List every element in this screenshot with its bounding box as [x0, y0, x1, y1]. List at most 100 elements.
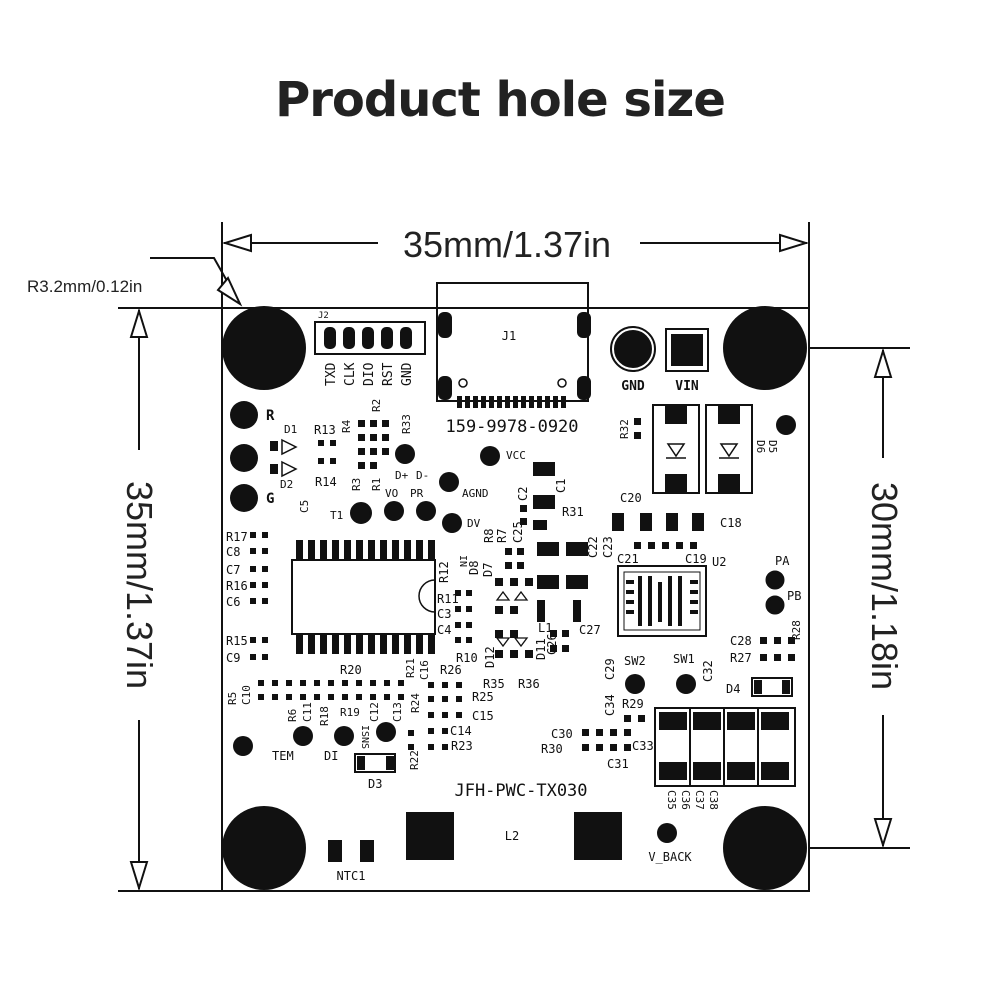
- c18-label: C18: [720, 516, 742, 530]
- c21-label: C21: [617, 552, 639, 566]
- c38-label: C38: [707, 790, 720, 810]
- d8-label: D8: [467, 561, 481, 575]
- right-middle-pads: [582, 637, 795, 751]
- l1-label: L1: [538, 621, 552, 635]
- j2-pin-rst: RST: [381, 362, 396, 386]
- ntc1-pad-left: [328, 840, 342, 862]
- l2-pad-right: [574, 812, 622, 860]
- tp-agnd: [439, 472, 459, 492]
- d6-pad-top: [665, 406, 687, 424]
- r11-label: R11: [437, 592, 459, 606]
- top-center-pads: [358, 420, 389, 469]
- gnd-label: GND: [621, 379, 645, 394]
- dplus-label: D+: [395, 469, 409, 482]
- in-label: IN: [457, 555, 468, 567]
- r5-label: R5: [226, 692, 239, 705]
- c37-label: C37: [693, 790, 706, 810]
- d12-label: D12: [483, 646, 497, 668]
- tp-isns: [334, 726, 354, 746]
- c19-label: C19: [685, 552, 707, 566]
- c12-label: C12: [368, 702, 381, 722]
- tp-v-back: [657, 823, 677, 843]
- c25-label: C25: [511, 521, 525, 543]
- c35-label: C35: [665, 790, 678, 810]
- c20-label: C20: [620, 491, 642, 505]
- r35-label: R35: [483, 677, 505, 691]
- c11-label: C11: [301, 702, 314, 722]
- c2-label: C2: [516, 487, 530, 501]
- di-label: DI: [324, 749, 338, 763]
- d2-label: D2: [280, 478, 293, 491]
- c28-label: C28: [730, 634, 752, 648]
- d3-pad-right: [386, 756, 394, 770]
- d6-pad-bottom: [665, 474, 687, 492]
- d1-label: D1: [284, 423, 297, 436]
- usb-connector-j1: [436, 282, 589, 402]
- c5-label: C5: [298, 500, 311, 513]
- tp-di: [293, 726, 313, 746]
- d5-pad-bottom: [718, 474, 740, 492]
- tp-pa: [765, 570, 785, 590]
- cap-bank-pads: [659, 712, 789, 780]
- mounting-hole-top-left: [222, 306, 306, 390]
- main-ic-body: [291, 559, 436, 635]
- d11-label: D11: [534, 638, 548, 660]
- main-ic-notch: [418, 579, 436, 613]
- dim-spacing-label: 30mm/1.18in: [864, 482, 905, 690]
- r24-label: R24: [409, 693, 422, 713]
- d3-band: [357, 756, 365, 770]
- d5-pad-top: [718, 406, 740, 424]
- d6-body: [652, 404, 700, 494]
- agnd-label: AGND: [462, 487, 489, 500]
- page-title: Product hole size: [275, 72, 726, 128]
- d5-symbol: [719, 443, 739, 459]
- led-r-pad: [230, 401, 258, 429]
- sw2-label: SW2: [624, 654, 646, 668]
- d5-label: D5: [766, 440, 779, 453]
- dim-radius-label: R3.2mm/0.12in: [27, 277, 142, 296]
- d4-pad-left: [754, 680, 762, 694]
- r12-label: R12: [437, 561, 451, 583]
- c9-label: C9: [226, 651, 240, 665]
- tp-pr: [416, 501, 436, 521]
- d4-label: D4: [726, 682, 740, 696]
- r29-label: R29: [622, 697, 644, 711]
- r32-pad-2: [634, 432, 641, 439]
- c3-label: C3: [437, 607, 451, 621]
- r31-label: R31: [562, 505, 584, 519]
- left-column-pads: [250, 440, 336, 660]
- main-ic-pins-top: [296, 540, 435, 560]
- j2-pin-dio: DIO: [362, 362, 377, 386]
- r27-label: R27: [730, 651, 752, 665]
- r25-label: R25: [472, 690, 494, 704]
- r20-label: R20: [340, 663, 362, 677]
- tp-d: [395, 444, 415, 464]
- tp-vcc: [480, 446, 500, 466]
- r17-label: R17: [226, 530, 248, 544]
- d5-body: [705, 404, 753, 494]
- r33-label: R33: [400, 414, 413, 434]
- c14-label: C14: [450, 724, 472, 738]
- d3-label: D3: [368, 777, 382, 791]
- c4-label: C4: [437, 623, 451, 637]
- vo-label: VO: [385, 487, 398, 500]
- c13-label: C13: [391, 702, 404, 722]
- c20-row-pads: [612, 513, 704, 549]
- d6-symbol: [666, 443, 686, 459]
- r8-label: R8: [482, 529, 496, 543]
- r18-label: R18: [318, 706, 331, 726]
- c8-label: C8: [226, 545, 240, 559]
- d7-symbol: [495, 590, 529, 601]
- mounting-hole-bottom-left: [222, 806, 306, 890]
- j2-header: [314, 321, 426, 355]
- j2-pin-gnd: GND: [400, 362, 415, 386]
- c33-label: C33: [632, 739, 654, 753]
- gnd-pad-ring: [610, 326, 656, 372]
- dv-label: DV: [467, 517, 481, 530]
- c34-label: C34: [603, 694, 617, 716]
- u2-label: U2: [712, 555, 726, 569]
- r32-label: R32: [618, 419, 631, 439]
- board-model-label: JFH-PWC-TX030: [454, 781, 587, 801]
- l2-label: L2: [505, 829, 519, 843]
- pr-label: PR: [410, 487, 424, 500]
